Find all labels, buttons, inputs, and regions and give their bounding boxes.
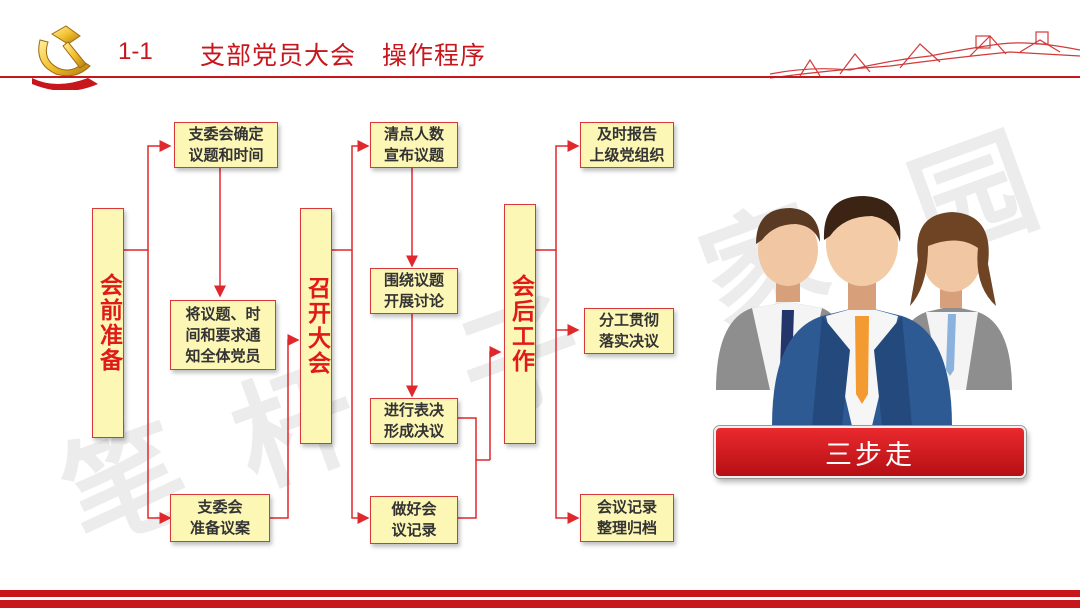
step-box: 进行表决形成决议: [370, 398, 458, 444]
step-line: 清点人数: [383, 125, 444, 143]
stage-meeting: 召开大会: [300, 208, 332, 444]
step-line: 会议记录: [596, 498, 657, 516]
step-line: 整理归档: [596, 519, 657, 537]
stage-meeting-label: 召开大会: [303, 276, 330, 376]
step-line: 形成决议: [383, 422, 444, 440]
step-box: 分工贯彻落实决议: [584, 308, 674, 354]
step-box: 支委会准备议案: [170, 494, 270, 542]
step-line: 上级党组织: [589, 146, 665, 164]
step-line: 支委会确定: [188, 125, 264, 143]
step-box: 支委会确定议题和时间: [174, 122, 278, 168]
stage-prepare-label: 会前准备: [95, 273, 122, 373]
great-wall-icon: [770, 31, 1080, 79]
step-box: 清点人数宣布议题: [370, 122, 458, 168]
footer-bar: [0, 600, 1080, 608]
stage-after-label: 会后工作: [507, 274, 534, 374]
step-line: 围绕议题: [383, 271, 444, 289]
footer-bar: [0, 590, 1080, 597]
step-line: 落实决议: [598, 332, 659, 350]
section-number: 1-1: [118, 38, 153, 65]
three-steps-badge: 三步走: [714, 426, 1026, 478]
step-box: 做好会议记录: [370, 496, 458, 544]
step-line: 支委会: [197, 498, 243, 516]
business-people-icon: [716, 196, 1012, 426]
step-line: 进行表决: [383, 401, 444, 419]
step-line: 知全体党员: [185, 346, 261, 365]
step-line: 议记录: [391, 521, 437, 539]
stage-prepare: 会前准备: [92, 208, 124, 438]
step-line: 及时报告: [596, 125, 657, 143]
stage-after: 会后工作: [504, 204, 536, 444]
step-box: 会议记录整理归档: [580, 494, 674, 542]
step-line: 间和要求通: [185, 325, 261, 344]
header-rule: [0, 76, 1080, 78]
step-line: 宣布议题: [383, 146, 444, 164]
step-line: 议题和时间: [188, 146, 264, 164]
step-box: 及时报告上级党组织: [580, 122, 674, 168]
step-box: 围绕议题开展讨论: [370, 268, 458, 314]
step-line: 分工贯彻: [598, 311, 659, 329]
step-line: 准备议案: [189, 519, 250, 537]
page-title: 支部党员大会 操作程序: [200, 41, 487, 70]
party-emblem-icon: [32, 25, 98, 90]
step-line: 开展讨论: [383, 292, 444, 310]
step-box: 将议题、时间和要求通知全体党员: [170, 300, 276, 370]
step-line: 将议题、时: [185, 304, 261, 323]
step-line: 做好会: [391, 500, 437, 518]
